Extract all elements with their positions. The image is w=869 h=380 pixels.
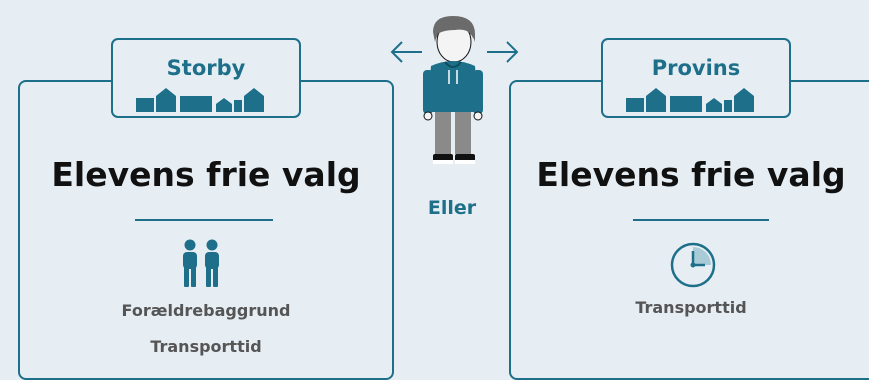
provins-label: Provins (651, 56, 741, 80)
provins-tab: Provins (601, 38, 791, 118)
left-item-transport-time: Transporttid (150, 337, 262, 356)
storby-panel: Elevens frie valg Forældrebaggrund Trans… (18, 80, 394, 380)
student-figure-icon (423, 16, 483, 164)
storby-tab: Storby (111, 38, 301, 118)
city-skyline-icon (136, 88, 264, 112)
arrow-left-icon (390, 41, 422, 63)
right-item-transport-time: Transporttid (635, 298, 747, 317)
right-divider (633, 219, 769, 221)
right-heading: Elevens frie valg (536, 155, 846, 194)
storby-label: Storby (166, 56, 246, 80)
parents-icon (183, 239, 219, 287)
or-label: Eller (427, 197, 477, 219)
clock-icon (670, 242, 716, 288)
city-skyline-icon (626, 88, 754, 112)
left-heading: Elevens frie valg (51, 155, 361, 194)
provins-panel: Elevens frie valg Transporttid (509, 80, 869, 380)
left-divider (135, 219, 273, 221)
arrow-right-icon (487, 41, 519, 63)
left-item-parental-background: Forældrebaggrund (121, 301, 291, 320)
